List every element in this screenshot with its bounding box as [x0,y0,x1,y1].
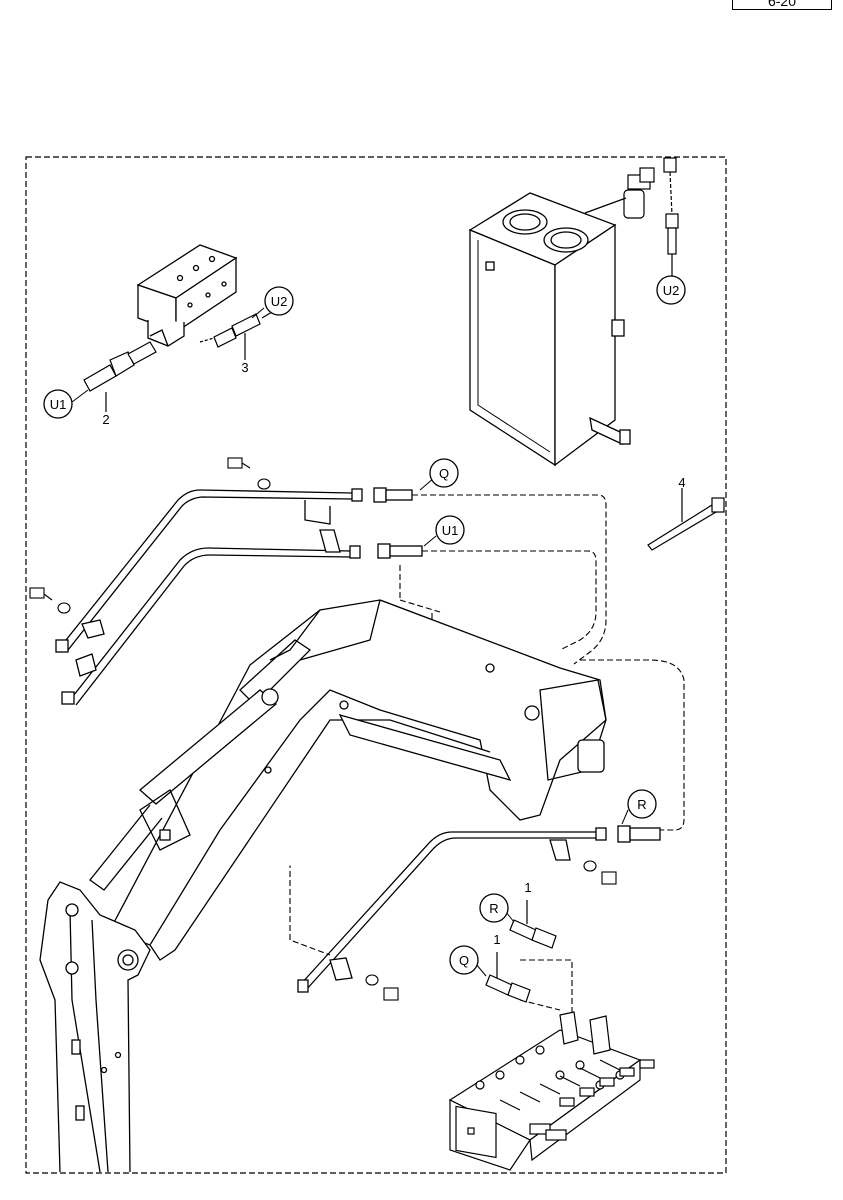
cable-tie-4 [647,488,725,551]
bolts-upper [29,457,271,614]
control-valve [448,1011,655,1171]
callout-u1-mid-label: U1 [442,523,459,538]
page-reference-box: 6-20 [732,0,832,10]
callout-r-right-label: R [637,797,646,812]
callout-q-lower-label: Q [459,953,469,968]
callout-u2-top: U2 [264,286,294,316]
callout-u1-left-label: U1 [50,397,67,412]
tank-filter-cap [584,167,655,219]
boom-assembly [39,599,607,1173]
callout-q-top: Q [429,458,459,488]
part-number-4: 4 [678,475,685,490]
callout-q-lower: Q [449,945,479,975]
callout-r-lower-label: R [489,901,498,916]
callout-u2-right-label: U2 [663,283,680,298]
hydraulic-tank [468,192,631,467]
callout-r-lower: R [479,893,509,923]
upper-pipe-q [55,487,413,653]
dashed-frame [25,156,727,1174]
fitting-1-lower [485,952,531,1003]
callout-u2-right: U2 [656,275,686,305]
part-number-1-upper: 1 [524,880,531,895]
part-number-2: 2 [102,412,109,427]
callout-u1-mid: U1 [435,515,465,545]
tank-pressure-fitting [663,157,679,276]
fitting-1-upper [509,900,557,949]
upper-pipe-u1 [61,529,423,706]
lower-pipe-r [297,825,661,993]
valve-block [136,244,238,347]
callout-r-right: R [627,789,657,819]
callout-u1-left: U1 [43,389,73,419]
bolts-lower [365,860,617,1001]
part-number-3: 3 [241,360,248,375]
fitting-3 [199,311,273,360]
callout-q-top-label: Q [439,466,449,481]
callout-u2-top-label: U2 [271,294,288,309]
part-number-1-lower: 1 [493,932,500,947]
elbow-fitting-2 [83,341,157,412]
